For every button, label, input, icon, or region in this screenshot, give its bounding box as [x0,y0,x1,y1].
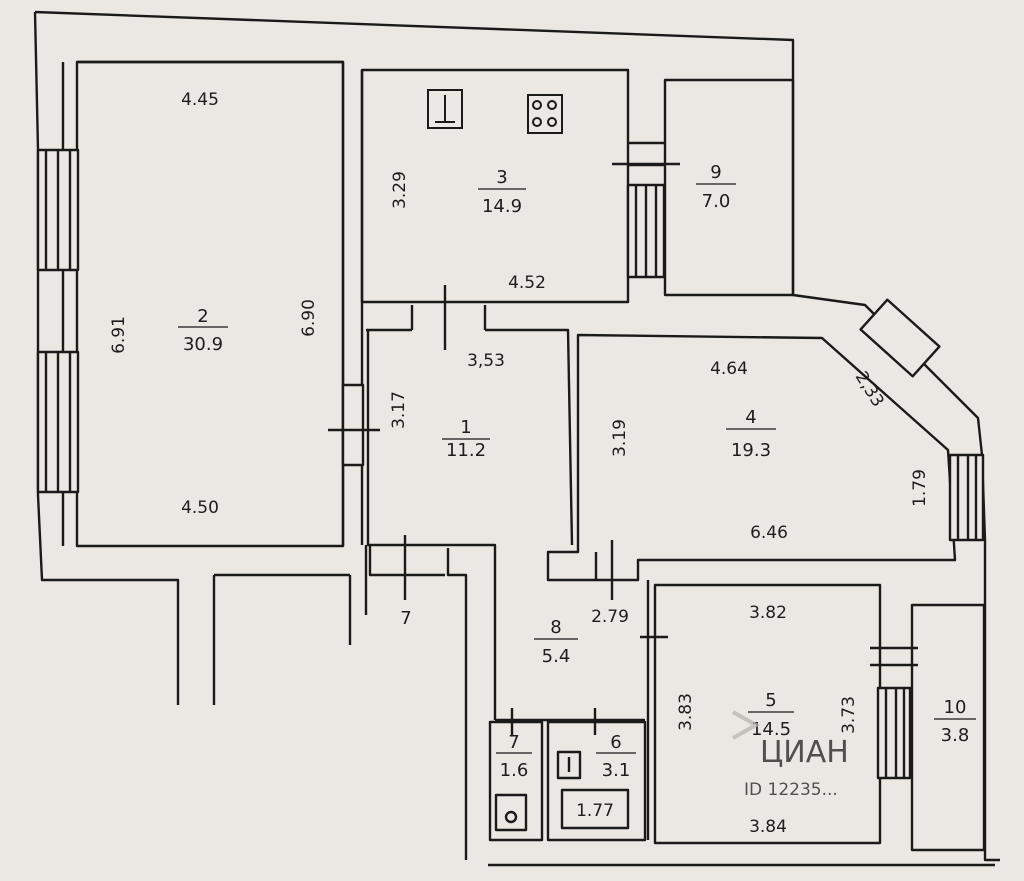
room-7-area: 1.6 [500,760,529,781]
dim-room5-top: 3.82 [749,603,787,623]
dim-room5-right: 3.73 [839,696,859,734]
dim-room4-right: 1.79 [910,469,930,507]
window-room4-diag [859,298,941,378]
window-room4-right [948,453,985,542]
room-3-number: 3 [496,167,507,188]
dim-room4-bottom: 6.46 [750,523,788,543]
room-3-area: 14.9 [482,196,522,217]
room-1-number: 1 [460,417,471,438]
toilet-icon [494,793,528,832]
watermark-brand: ЦИАН [760,735,849,770]
room-10-number: 10 [944,697,967,718]
dim-room5-left: 3.83 [676,693,696,731]
room-6-number: 6 [610,732,621,753]
room-4-outline [546,333,957,582]
sink-icon-bath [556,750,582,780]
dimension-labels: 4.45 6.91 6.90 4.50 3.29 4.52 3,53 3.17 … [109,90,930,837]
dim-room3-bottom: 4.52 [508,273,546,293]
room-9-outline [663,78,795,297]
outer-wall-left [33,11,180,705]
room-8-outline [495,580,650,840]
stove-icon [527,94,563,134]
room-8-area: 5.4 [542,646,571,667]
room-8-number: 8 [550,617,561,638]
dim-room4-diag: 2,33 [851,368,888,411]
dim-room4-top: 4.64 [710,359,748,379]
walls [33,10,1000,867]
room-4-number: 4 [745,407,756,428]
room-labels: 2 30.9 3 14.9 9 7.0 1 11.2 4 19.3 8 5.4 … [178,162,976,781]
door-room1-left [341,383,365,467]
dim-room8-top: 2.79 [591,607,629,627]
room-1-area: 11.2 [446,440,486,461]
room-7-outline [488,720,544,842]
dim-room2-bottom: 4.50 [181,498,219,518]
room-6-area: 3.1 [602,760,631,781]
dim-room5-bottom: 3.84 [749,817,787,837]
room-10-area: 3.8 [941,725,970,746]
room-9-area: 7.0 [702,191,731,212]
corridor-walls [364,545,468,860]
kitchen-appliances [427,89,563,134]
corridor-label: 7 [400,608,411,629]
room-6-outline [546,720,647,842]
dim-room2-top: 4.45 [181,90,219,110]
dim-room4-left: 3.19 [610,419,630,457]
room-2-area: 30.9 [183,334,223,355]
room-5-number: 5 [765,690,776,711]
cian-logo-icon [732,710,761,740]
dim-room2-left: 6.91 [109,316,129,354]
dim-room1-top: 3,53 [467,351,505,371]
bath-box [560,788,630,830]
room-1-outline [366,328,574,720]
dim-room3-left: 3.29 [390,171,410,209]
room-4-area: 19.3 [731,440,771,461]
room-5-area: 14.5 [751,719,791,740]
room-2-number: 2 [197,306,208,327]
watermark-id: ID 12235... [744,780,838,800]
dim-room1-left: 3.17 [389,391,409,429]
room-10-outline [910,603,986,852]
watermark: ЦИАН ID 12235... [732,710,849,800]
dim-room2-right: 6.90 [299,299,319,337]
dim-bath-box: 1.77 [576,801,614,821]
sink-icon [427,89,463,129]
room-9-number: 9 [710,162,721,183]
room-7-number: 7 [508,732,519,753]
